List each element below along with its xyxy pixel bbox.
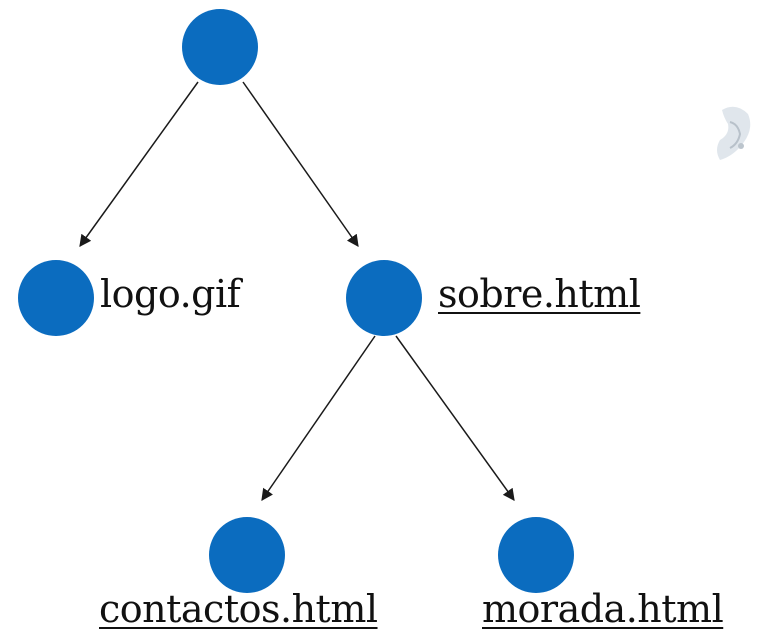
morada-node <box>498 517 574 593</box>
link-contactos-html[interactable]: contactos.html <box>99 587 378 631</box>
root-node <box>182 9 258 85</box>
link-morada-html[interactable]: morada.html <box>482 587 724 631</box>
edge-root-to-sobre <box>242 81 359 247</box>
edge-sobre-to-morada <box>395 335 515 501</box>
file-label-logo-gif: logo.gif <box>100 272 241 316</box>
logo-node <box>18 260 94 336</box>
sobre-node <box>346 260 422 336</box>
contactos-node <box>209 517 285 593</box>
edge-root-to-logo <box>79 81 199 247</box>
link-sobre-html[interactable]: sobre.html <box>438 272 641 316</box>
decorative-clipart-fragment <box>717 106 751 160</box>
edge-sobre-to-contactos <box>261 335 376 501</box>
